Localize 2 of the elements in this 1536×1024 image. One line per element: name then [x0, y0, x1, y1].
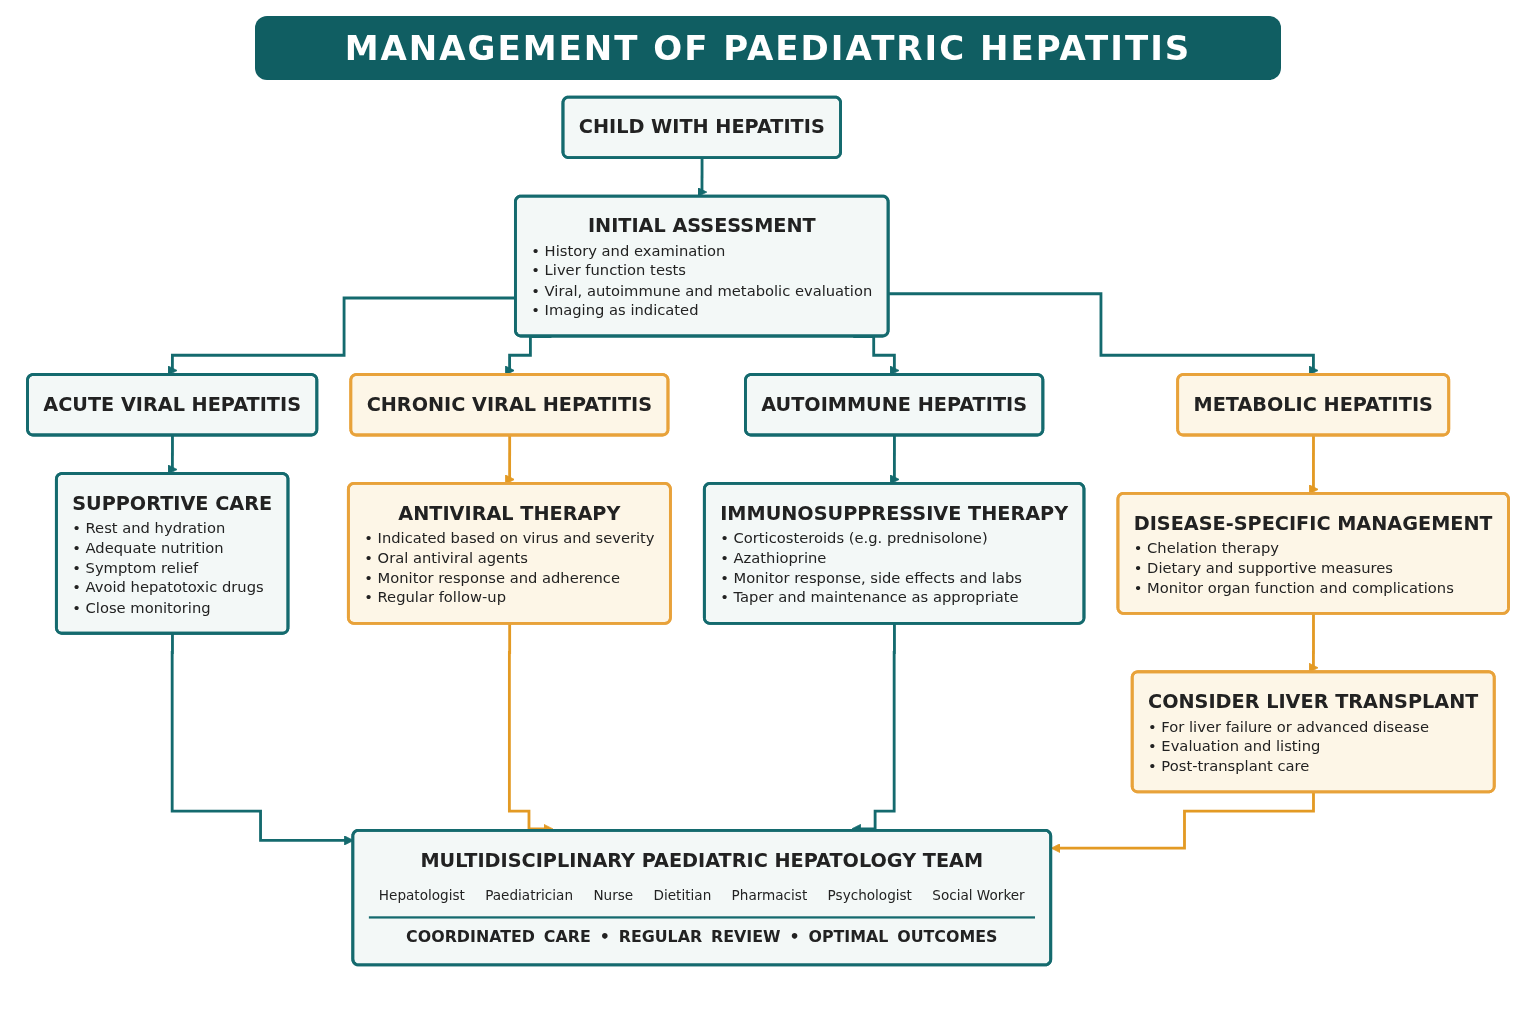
title: MANAGEMENT OF PAEDIATRIC HEPATITIS — [254, 16, 1282, 80]
arrow — [1050, 791, 1316, 854]
